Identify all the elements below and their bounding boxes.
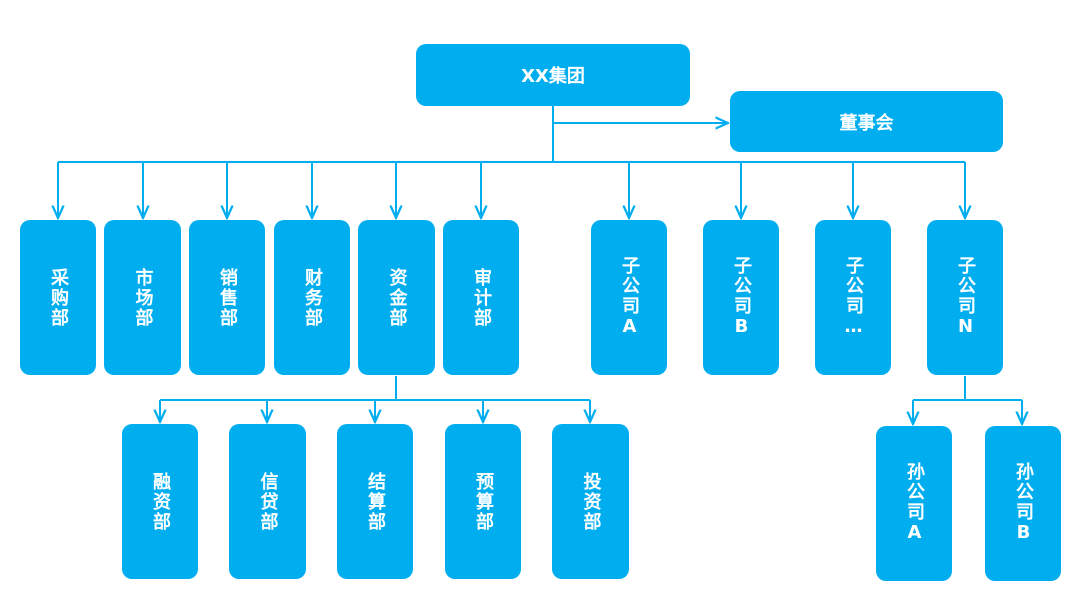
node-budget: 预算部 <box>445 424 521 579</box>
node-marketing-label: 市场部 <box>132 267 154 328</box>
node-finance-label: 财务部 <box>302 267 323 328</box>
node-audit-label: 审计部 <box>471 267 492 328</box>
node-settlement: 结算部 <box>337 424 413 579</box>
node-grand-a-label: 孙公司A <box>904 462 925 545</box>
node-sales-label: 销售部 <box>217 267 238 328</box>
node-grand-b: 孙公司B <box>985 426 1061 581</box>
node-sales: 销售部 <box>189 220 265 375</box>
node-group: XX集团 <box>416 44 690 106</box>
node-settlement-label: 结算部 <box>365 471 386 532</box>
node-sub-a: 子公司A <box>591 220 667 375</box>
node-group-label: XX集团 <box>521 66 585 87</box>
node-audit: 审计部 <box>443 220 519 375</box>
node-funds: 资金部 <box>358 220 435 375</box>
node-credit: 信贷部 <box>229 424 306 579</box>
node-procurement-label: 采购部 <box>48 267 69 328</box>
node-finance: 财务部 <box>274 220 350 375</box>
node-sub-etc-label: 子公司… <box>843 256 864 339</box>
node-sub-n: 子公司N <box>927 220 1003 375</box>
node-funds-label: 资金部 <box>386 267 408 328</box>
node-budget-label: 预算部 <box>473 471 494 532</box>
node-sub-b: 子公司B <box>703 220 779 375</box>
node-financing-label: 融资部 <box>150 471 171 532</box>
node-marketing: 市场部 <box>104 220 181 375</box>
node-sub-etc: 子公司… <box>815 220 891 375</box>
node-sub-b-label: 子公司B <box>731 256 752 339</box>
node-investment: 投资部 <box>552 424 629 579</box>
node-sub-a-label: 子公司A <box>619 256 640 339</box>
node-financing: 融资部 <box>122 424 198 579</box>
node-procurement: 采购部 <box>20 220 96 375</box>
node-grand-a: 孙公司A <box>876 426 952 581</box>
node-credit-label: 信贷部 <box>257 471 279 532</box>
node-grand-b-label: 孙公司B <box>1013 462 1034 545</box>
node-sub-n-label: 子公司N <box>955 256 976 339</box>
node-board-label: 董事会 <box>839 112 894 134</box>
node-investment-label: 投资部 <box>580 471 602 532</box>
node-board: 董事会 <box>730 91 1003 152</box>
